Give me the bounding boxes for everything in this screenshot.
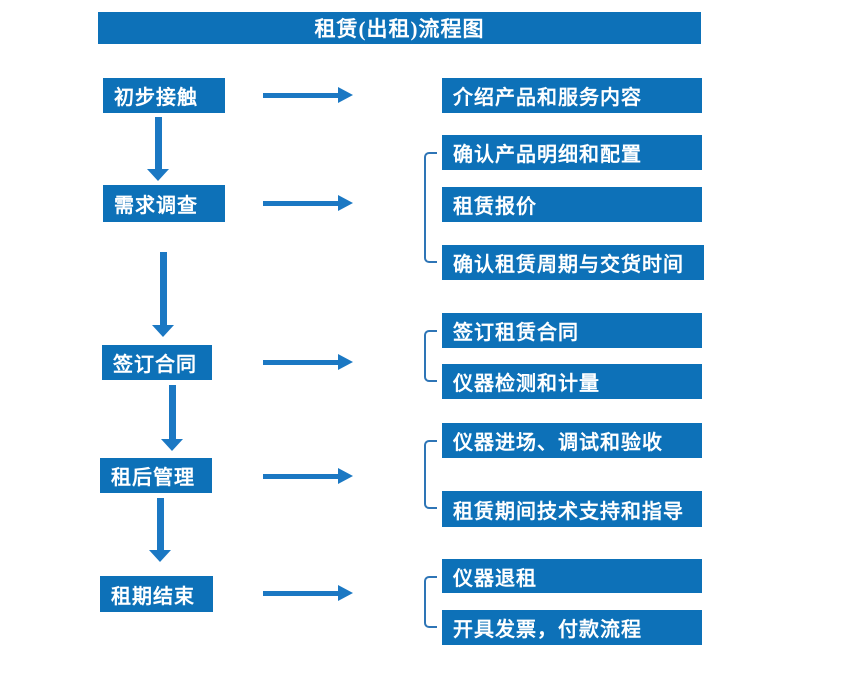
group-bracket xyxy=(424,152,437,263)
flow-box-instrument-entry-acceptance: 仪器进场、调试和验收 xyxy=(442,423,702,458)
down-arrow-head xyxy=(149,550,171,562)
right-arrow-head xyxy=(338,585,353,601)
right-arrow-head xyxy=(338,195,353,211)
right-arrow-head xyxy=(338,468,353,484)
right-arrow-shaft xyxy=(263,200,338,206)
right-arrow xyxy=(263,468,353,484)
down-arrow xyxy=(147,117,169,181)
flow-box-instrument-testing-metering: 仪器检测和计量 xyxy=(442,364,702,399)
down-arrow xyxy=(161,385,183,451)
flow-box-sign-rental-contract: 签订租赁合同 xyxy=(442,313,702,348)
down-arrow-shaft xyxy=(168,385,176,439)
right-arrow-head xyxy=(338,87,353,103)
down-arrow-shaft xyxy=(156,498,164,550)
flow-step-lease-end: 租期结束 xyxy=(100,576,213,612)
right-arrow-shaft xyxy=(263,590,338,596)
right-arrow xyxy=(263,354,353,370)
down-arrow-head xyxy=(152,325,174,337)
group-bracket xyxy=(424,330,437,382)
down-arrow xyxy=(152,252,174,337)
flow-step-sign-contract: 签订合同 xyxy=(102,345,212,380)
down-arrow-head xyxy=(161,439,183,451)
flow-step-demand-survey: 需求调查 xyxy=(103,185,225,222)
right-arrow xyxy=(263,87,353,103)
group-bracket xyxy=(424,440,437,509)
flow-box-confirm-product-details: 确认产品明细和配置 xyxy=(442,135,702,170)
flow-step-post-rental-management: 租后管理 xyxy=(100,458,212,493)
right-arrow-head xyxy=(338,354,353,370)
down-arrow-head xyxy=(147,169,169,181)
flow-step-initial-contact: 初步接触 xyxy=(103,78,225,113)
flow-box-rental-tech-support: 租赁期间技术支持和指导 xyxy=(442,491,702,527)
down-arrow-shaft xyxy=(154,117,162,169)
right-arrow xyxy=(263,195,353,211)
right-arrow-shaft xyxy=(263,92,338,98)
right-arrow xyxy=(263,585,353,601)
flow-box-rental-quote: 租赁报价 xyxy=(442,187,702,222)
right-arrow-shaft xyxy=(263,473,338,479)
flow-box-instrument-return: 仪器退租 xyxy=(442,559,702,593)
down-arrow xyxy=(149,498,171,562)
flow-box-invoice-payment: 开具发票，付款流程 xyxy=(442,610,702,645)
flowchart-title: 租赁(出租)流程图 xyxy=(98,12,701,44)
right-arrow-shaft xyxy=(263,359,338,365)
group-bracket xyxy=(424,576,437,628)
flow-box-intro-products-services: 介绍产品和服务内容 xyxy=(442,78,702,113)
down-arrow-shaft xyxy=(159,252,167,325)
flow-box-confirm-period-delivery: 确认租赁周期与交货时间 xyxy=(442,245,704,280)
